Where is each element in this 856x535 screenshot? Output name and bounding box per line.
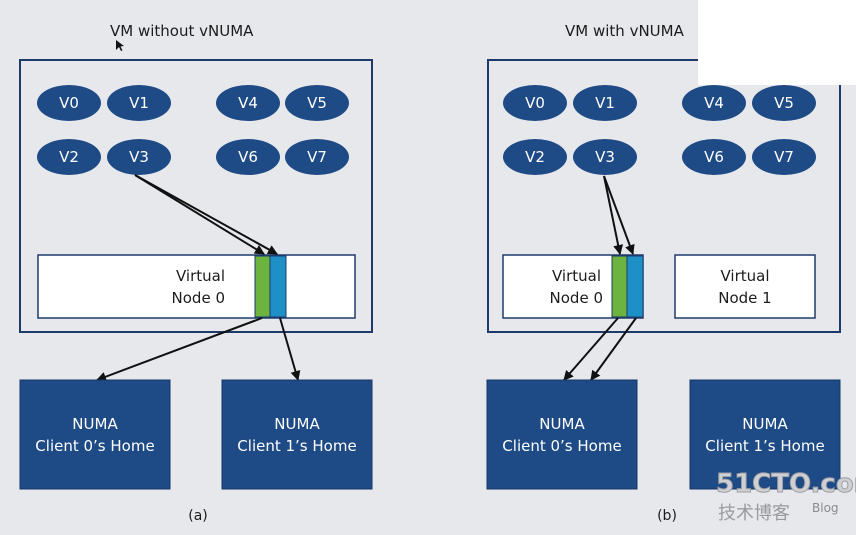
vm-box-b [487, 59, 841, 333]
numa-home-1-b [689, 379, 841, 490]
arrow [563, 317, 619, 381]
diagram-b: VM with vNUMA V0 V1 V4 V5 V2 V3 V6 V7 Vi… [486, 0, 856, 524]
virtual-node-label-line1: Virtual [176, 267, 225, 285]
arrow [134, 174, 278, 255]
vcpu-ellipse [503, 139, 567, 175]
arrow [279, 317, 301, 381]
vcpu-label: V0 [59, 94, 79, 112]
vcpu-ellipse [107, 139, 171, 175]
vcpu-ellipse [682, 139, 746, 175]
vcpu-label: V1 [595, 94, 615, 112]
diagram-a: VM without vNUMA V0 V1 V4 V5 V2 V3 V6 V7… [19, 22, 373, 524]
watermark-blog: Blog [812, 501, 839, 515]
memory-stripe-blue [626, 255, 644, 318]
numa-home-label-line1: NUMA [742, 415, 788, 433]
caption-b: (b) [657, 508, 677, 524]
numa-home-label-line2: Client 1’s Home [237, 437, 356, 455]
diagram-b-title: VM with vNUMA [565, 22, 685, 40]
vcpu-ellipse [573, 85, 637, 121]
watermark-site: 51CTO.com [716, 469, 856, 499]
arrow [134, 174, 265, 255]
vcpu-label: V2 [59, 148, 79, 166]
vcpu-ellipse [573, 139, 637, 175]
vcpu-ellipse [503, 85, 567, 121]
vm-box-a [19, 59, 373, 333]
virtual-node-label-line1: Virtual [720, 267, 769, 285]
vcpu-label: V7 [774, 148, 794, 166]
vcpu-ellipse [752, 139, 816, 175]
vcpu-label: V5 [307, 94, 327, 112]
virtual-node-label-line2: Node 0 [550, 289, 603, 307]
memory-stripe-green [611, 255, 628, 318]
vcpu-ellipse [37, 85, 101, 121]
virtual-node-0-box-a [37, 254, 356, 319]
vcpu-label: V0 [525, 94, 545, 112]
numa-home-label-line1: NUMA [72, 415, 118, 433]
vcpu-label: V5 [774, 94, 794, 112]
arrow [96, 317, 263, 382]
vcpu-label: V3 [595, 148, 615, 166]
mouse-cursor-icon [116, 40, 124, 51]
watermark-cn: 技术博客 [718, 503, 790, 524]
white-overlay-box [698, 0, 856, 85]
vcpu-ellipse [37, 139, 101, 175]
vcpu-ellipse [107, 85, 171, 121]
vcpu-ellipse [216, 85, 280, 121]
vcpu-group-b: V0 V1 V4 V5 V2 V3 V6 V7 [503, 85, 816, 175]
memory-stripe-green [254, 255, 271, 318]
vcpu-group-a: V0 V1 V4 V5 V2 V3 V6 V7 [37, 85, 349, 175]
diagram-a-title: VM without vNUMA [110, 22, 254, 40]
numa-home-0-a [19, 379, 171, 490]
numa-home-label-line2: Client 1’s Home [705, 437, 824, 455]
virtual-node-label-line2: Node 1 [718, 289, 771, 307]
numa-home-1-a [221, 379, 373, 490]
vcpu-label: V4 [238, 94, 258, 112]
arrow [603, 175, 635, 255]
vcpu-ellipse [285, 139, 349, 175]
vcpu-label: V7 [307, 148, 327, 166]
vcpu-label: V6 [704, 148, 724, 166]
numa-home-0-b [486, 379, 638, 490]
numa-home-label-line2: Client 0’s Home [502, 437, 621, 455]
numa-home-label-line1: NUMA [274, 415, 320, 433]
virtual-node-label-line1: Virtual [552, 267, 601, 285]
vcpu-label: V6 [238, 148, 258, 166]
vcpu-ellipse [285, 85, 349, 121]
numa-home-label-line2: Client 0’s Home [35, 437, 154, 455]
watermark: 51CTO.com 技术博客 Blog [716, 469, 856, 525]
numa-home-label-line1: NUMA [539, 415, 585, 433]
vcpu-label: V4 [704, 94, 724, 112]
arrow [590, 317, 637, 381]
vcpu-label: V2 [525, 148, 545, 166]
vcpu-ellipse [752, 85, 816, 121]
arrow [603, 175, 624, 255]
vcpu-ellipse [216, 139, 280, 175]
caption-a: (a) [188, 508, 208, 524]
memory-stripe-blue [269, 255, 287, 318]
virtual-node-1-box-b [674, 254, 816, 319]
vcpu-label: V3 [129, 148, 149, 166]
vcpu-label: V1 [129, 94, 149, 112]
vcpu-ellipse [682, 85, 746, 121]
virtual-node-label-line2: Node 0 [172, 289, 225, 307]
